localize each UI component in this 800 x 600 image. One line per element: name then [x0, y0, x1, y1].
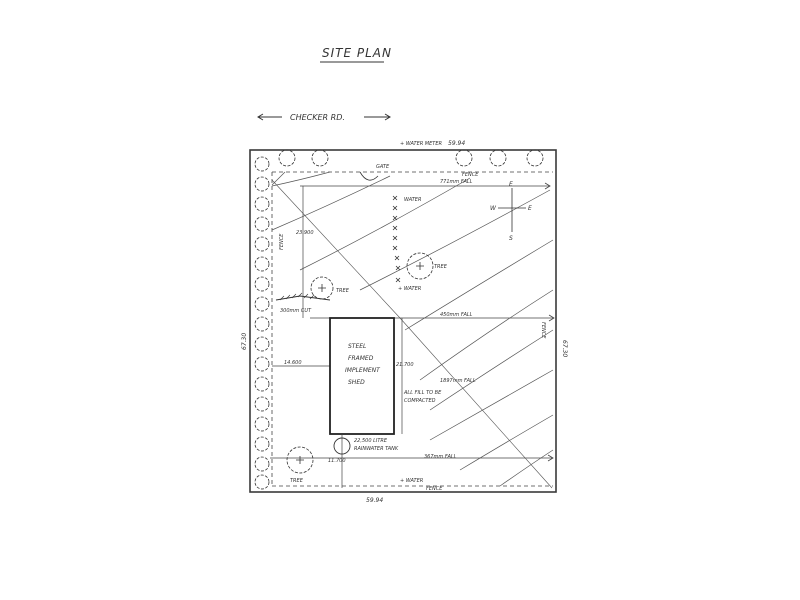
compass-south: S — [509, 235, 513, 242]
water-meter-label: + WATER METER — [400, 141, 442, 147]
tree-label-1: TREE — [434, 264, 448, 270]
compass-north: E — [509, 181, 513, 188]
shed-length-dimension: 21.700 — [396, 362, 414, 368]
cut-hatch — [279, 292, 315, 301]
compass-west: W — [490, 205, 497, 212]
water-line-markers — [392, 195, 401, 283]
fence-top-label: FENCE — [462, 172, 479, 178]
fall-top-label: 771mm FALL — [440, 179, 473, 185]
contour-lines — [271, 171, 554, 487]
property-boundary — [249, 149, 557, 493]
tree-icon-bottom-left — [286, 446, 314, 474]
road-arrow-right — [364, 113, 391, 121]
fence-right-label: FENCE — [540, 322, 546, 339]
right-depth-dimension: 67.30 — [561, 340, 568, 357]
tree-icon-middle-left — [310, 276, 334, 300]
compass-east: E — [528, 205, 532, 212]
fill-note-line-2: COMPACTED — [404, 398, 436, 404]
tank-label-2: RAINWATER TANK — [354, 446, 399, 452]
shed-label-3: IMPLEMENT — [345, 367, 381, 374]
fence-left-label: FENCE — [279, 233, 285, 250]
tree-row-top — [278, 149, 544, 167]
compass-rose — [498, 188, 526, 232]
tree-label-2: TREE — [336, 288, 350, 294]
fall-low-label: 1897mm FALL — [440, 378, 476, 384]
top-frontage-dimension: 59.94 — [448, 140, 465, 147]
setback-side-dimension: 14.600 — [284, 360, 302, 366]
cut-label: 300mm CUT — [280, 308, 312, 314]
diagonal-line-1 — [271, 179, 401, 319]
tree-label-3: TREE — [290, 478, 304, 484]
cut-retaining-wall — [275, 295, 331, 301]
setback-front-dimension: 23.900 — [296, 230, 314, 236]
road-label: CHECKER RD. — [290, 113, 345, 122]
diagonal-line-2 — [399, 317, 553, 489]
tree-row-left — [254, 156, 270, 490]
shed-label-1: STEEL — [348, 343, 366, 350]
tank-label-1: 22,500 LITRE — [354, 438, 388, 444]
water-label-2: + WATER — [398, 286, 421, 292]
plan-title: SITE PLAN — [322, 46, 392, 60]
road-arrow-left — [257, 113, 282, 121]
tank-offset-dimension: 11.700 — [328, 458, 346, 464]
fall-arrow-top — [300, 182, 551, 190]
water-label-3: + WATER — [400, 478, 423, 484]
implement-shed — [329, 317, 395, 435]
gate-swing — [359, 171, 379, 181]
fall-bottom-label: 367mm FALL — [424, 454, 457, 460]
fall-mid-label: 450mm FALL — [440, 312, 473, 318]
fence-bottom-label: FENCE — [426, 486, 443, 492]
tree-icon-top-right — [406, 252, 434, 280]
gate-label: GATE — [376, 164, 390, 170]
fall-arrow-bottom — [270, 454, 554, 462]
shed-label-2: FRAMED — [348, 355, 374, 362]
water-label-1: WATER — [404, 197, 421, 203]
left-depth-dimension: 67.30 — [241, 333, 248, 350]
fill-note-line-1: ALL FILL TO BE — [403, 390, 442, 396]
bottom-frontage-dimension: 59.94 — [366, 497, 383, 504]
shed-label-4: SHED — [348, 379, 365, 386]
